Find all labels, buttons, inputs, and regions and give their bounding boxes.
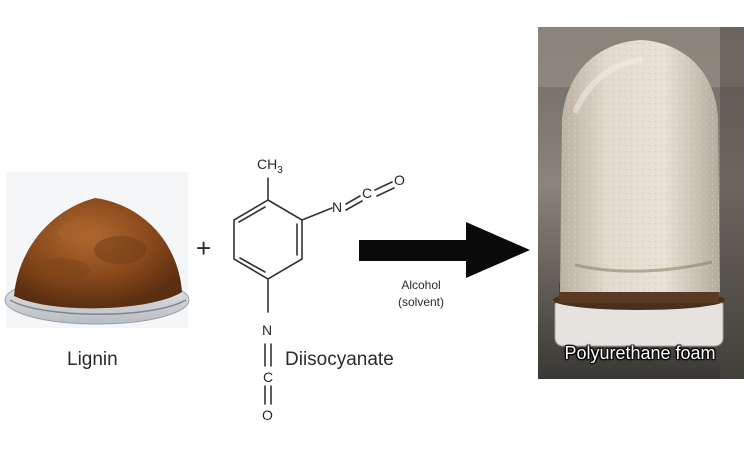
lignin-label: Lignin — [67, 349, 118, 370]
atom-o-bottom: O — [262, 407, 273, 423]
foam-photo — [538, 27, 744, 379]
methyl-c-text: CH — [257, 156, 278, 172]
diisocyanate-label: Diisocyanate — [285, 349, 394, 370]
reaction-condition: Alcohol (solvent) — [376, 277, 466, 311]
condition-solvent-name: Alcohol — [401, 278, 441, 292]
lignin-photo — [4, 172, 190, 328]
diisocyanate-structure — [233, 177, 395, 405]
ring-n-bond-right — [301, 207, 333, 221]
atom-n-right-text: N — [332, 199, 343, 215]
reaction-arrow — [359, 222, 530, 278]
atom-c-right: C — [362, 185, 372, 201]
atom-n-right: N — [332, 199, 342, 215]
atom-o-bottom-text: O — [262, 407, 273, 423]
atom-n-bottom-text: N — [262, 322, 273, 338]
atom-o-right-text: O — [394, 172, 405, 188]
atom-c-right-text: C — [362, 185, 373, 201]
atom-c-bottom: C — [263, 369, 273, 385]
plus-sign: + — [196, 233, 212, 263]
condition-solvent-note: (solvent) — [397, 295, 444, 309]
methyl-subscript: 3 — [277, 164, 283, 176]
methyl-label: CH3 — [257, 156, 283, 176]
atom-n-bottom: N — [262, 322, 272, 338]
benzene-ring — [233, 199, 303, 280]
polyurethane-foam-label: Polyurethane foam — [564, 343, 716, 363]
atom-o-right: O — [394, 172, 405, 188]
atom-c-bottom-text: C — [263, 369, 274, 385]
